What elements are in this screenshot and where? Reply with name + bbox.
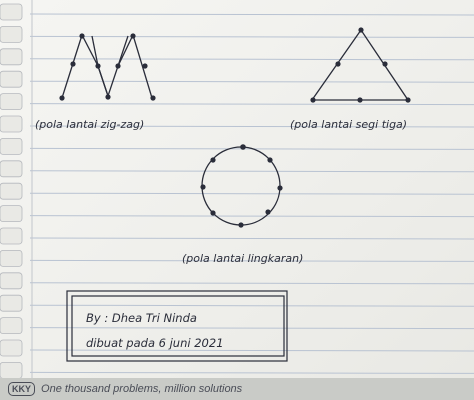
binding-tab [0, 205, 23, 222]
ruled-line [29, 125, 474, 128]
binding-tab [0, 250, 23, 267]
ruled-line [29, 103, 474, 106]
signature-line-1: By : Dhea Tri Ninda [86, 311, 197, 325]
binding-tab [0, 3, 23, 21]
ruled-line [29, 80, 474, 83]
notebook-margin [0, 3, 23, 379]
ruled-line [29, 259, 474, 262]
binding-tab [0, 160, 23, 178]
binding-tab [0, 362, 23, 379]
binding-tab [0, 93, 23, 110]
ruled-line [29, 215, 474, 218]
binding-tab [0, 70, 23, 88]
binding-tab [0, 227, 23, 245]
ruled-line [29, 304, 474, 307]
brand-tagline: One thousand problems, million solutions [41, 383, 243, 395]
binding-tab [0, 272, 23, 290]
ruled-line [29, 35, 474, 38]
ruled-line [29, 58, 474, 61]
triangle-label: (pola lantai segi tiga) [290, 118, 407, 131]
zigzag-label: (pola lantai zig-zag) [35, 118, 144, 131]
ruled-line [29, 170, 474, 173]
triangle-dots [310, 27, 411, 103]
ruled-line [29, 237, 474, 240]
brand-logo: KKY [8, 382, 36, 396]
signature-line-2: dibuat pada 6 juni 2021 [86, 336, 224, 350]
watermark-footer: KKY One thousand problems, million solut… [0, 378, 474, 400]
binding-tab [0, 115, 23, 133]
zigzag-dots [59, 33, 156, 101]
ruled-line [29, 282, 474, 285]
ruled-line [29, 192, 474, 195]
binding-tab [0, 294, 23, 312]
binding-tab [0, 26, 23, 43]
binding-tab [0, 317, 23, 334]
binding-tab [0, 48, 23, 66]
binding-tab [0, 339, 23, 357]
ruled-line [29, 349, 474, 352]
binding-tab [0, 182, 23, 200]
ruled-line [29, 371, 474, 374]
binding-tab [0, 138, 23, 155]
ruled-line [29, 327, 474, 330]
signature-box [66, 290, 288, 362]
circle-label: (pola lantai lingkaran) [182, 252, 303, 265]
circle-dots [200, 144, 283, 228]
ruled-line [29, 13, 474, 16]
